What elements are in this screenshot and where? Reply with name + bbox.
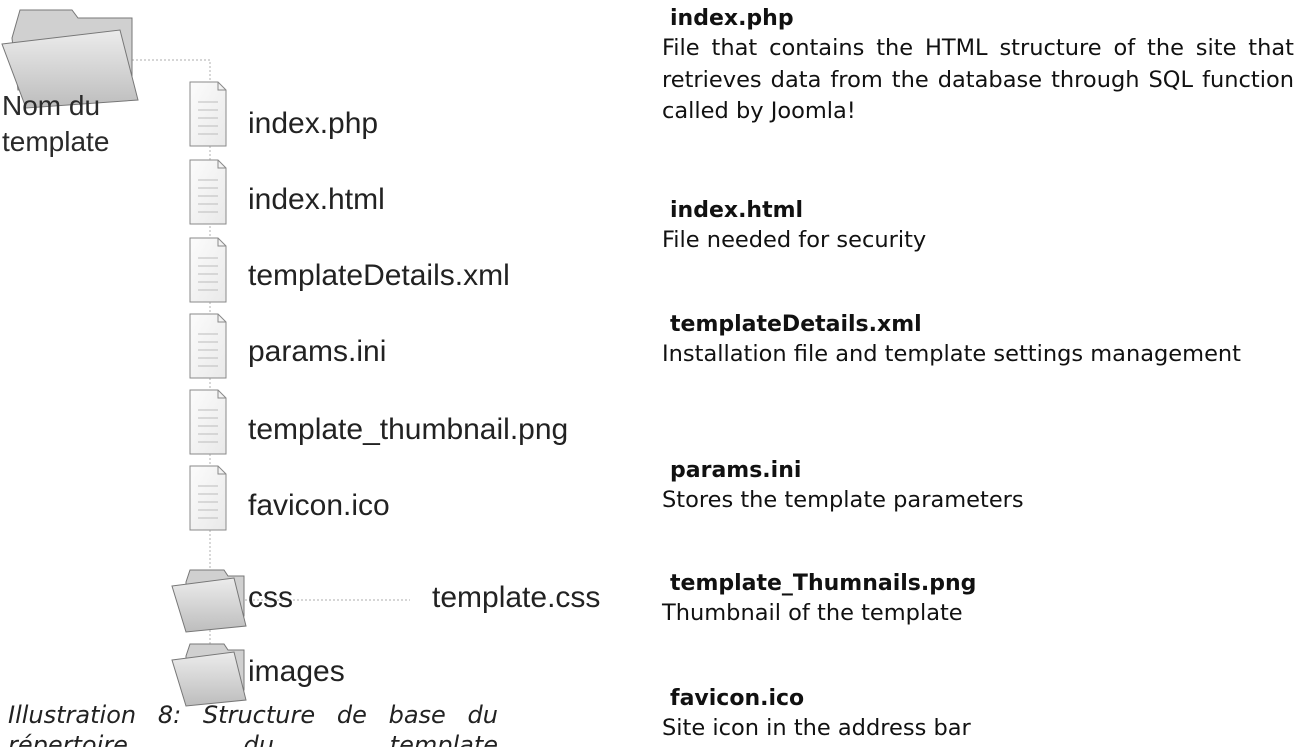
description-entry: template_Thumnails.png Thumbnail of the … [662,569,1294,630]
description-entry: params.ini Stores the template parameter… [662,456,1294,517]
file-icon [189,465,227,531]
description-title: index.php [670,6,794,31]
figure-caption: Illustration 8: Structure de base du rép… [8,701,498,747]
description-title: params.ini [670,458,802,483]
tree-file-name: params.ini [248,335,387,368]
folder-tree-diagram: Nom du template index.php index.html tem… [1,9,601,747]
file-icon [189,389,227,455]
tree-graphics [1,9,410,707]
description-title: templateDetails.xml [670,312,922,337]
folder-icon [171,643,247,707]
description-text: Thumbnail of the template [662,600,963,626]
description-title: favicon.ico [670,686,805,711]
description-text: Installation file and template settings … [662,341,1241,367]
tree-file-name: template_thumbnail.png [248,413,569,446]
description-text: Stores the template parameters [662,487,1024,513]
description-text: Site icon in the address bar [662,715,971,741]
tree-file-name: templateDetails.xml [248,259,510,292]
description-entry: index.html File needed for security [662,196,1294,257]
file-icon [189,81,227,147]
tree-file-name: index.php [248,107,379,140]
file-icon [189,237,227,303]
description-title: index.html [670,198,804,223]
tree-folder-name: css [248,581,293,614]
tree-folder-name: images [248,655,345,688]
folder-icon [171,569,247,633]
tree-file-name: index.html [248,183,385,216]
description-title: template_Thumnails.png [670,571,977,596]
description-text: File that contains the HTML structure of… [662,35,1294,124]
description-entry: templateDetails.xml Installation file an… [662,310,1294,371]
file-icon [189,159,227,225]
root-folder-label: Nom du template [2,90,110,157]
description-text: File needed for security [662,227,927,253]
tree-file-name: favicon.ico [248,489,390,522]
description-entry: index.php File that contains the HTML st… [662,4,1294,128]
file-icon [189,313,227,379]
root-folder-icon [1,9,139,109]
description-entry: favicon.ico Site icon in the address bar [662,684,1294,745]
tree-file-name: template.css [432,581,601,614]
